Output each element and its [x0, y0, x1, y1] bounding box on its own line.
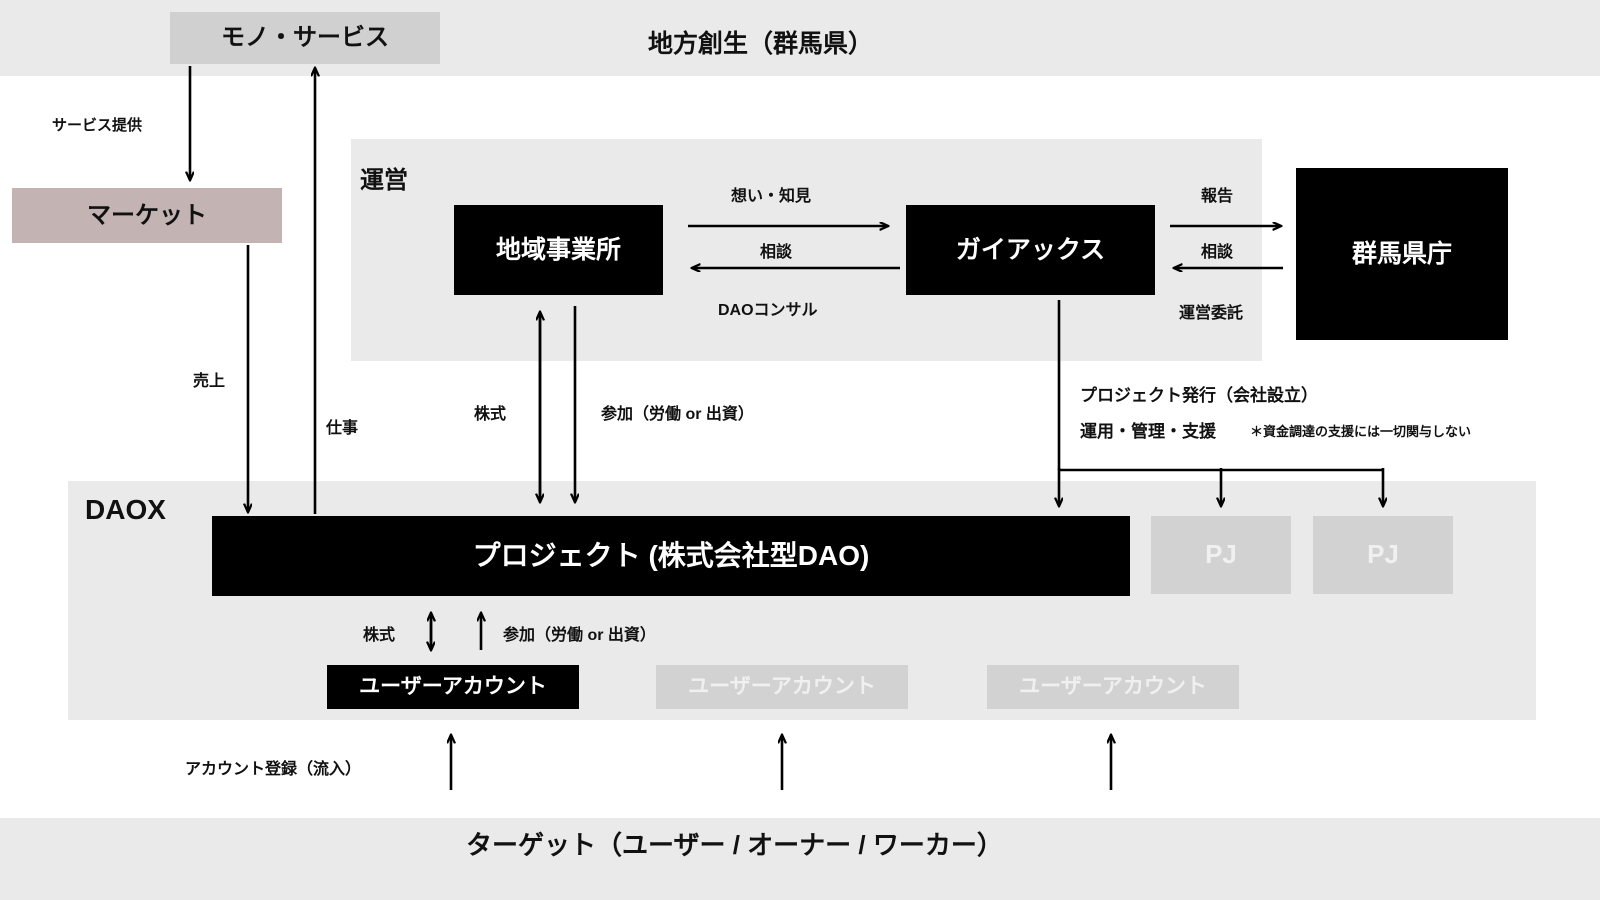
sales-label: 売上	[193, 373, 226, 390]
shares-mid-label: 株式	[474, 406, 507, 423]
footer-title: ターゲット（ユーザー / オーナー / ワーカー）	[466, 830, 1003, 860]
operation-support-label: 運用・管理・支援	[1080, 422, 1216, 441]
account-registration-label: アカウント登録（流入）	[185, 761, 362, 778]
work-label: 仕事	[326, 420, 359, 437]
service-provision-label: サービス提供	[52, 117, 143, 134]
user-account-box-2[interactable]: ユーザーアカウント	[656, 665, 908, 709]
report-label: 報告	[1201, 188, 1234, 205]
participation-mid-label: 参加（労働 or 出資）	[601, 406, 754, 423]
footer-band	[0, 818, 1600, 900]
consult-left-label: 相談	[760, 244, 793, 261]
local-office-box[interactable]: 地域事業所	[454, 205, 663, 295]
gaiax-box[interactable]: ガイアックス	[906, 205, 1155, 295]
operation-section-label: 運営	[360, 167, 408, 194]
dao-consult-label: DAOコンサル	[718, 302, 818, 319]
user-account-box-3[interactable]: ユーザーアカウント	[987, 665, 1239, 709]
project-dao-box[interactable]: プロジェクト (株式会社型DAO)	[212, 516, 1130, 596]
user-account-box-1[interactable]: ユーザーアカウント	[327, 665, 579, 709]
shares-lower-label: 株式	[363, 627, 396, 644]
goods-service-box[interactable]: モノ・サービス	[170, 12, 440, 64]
prefecture-office-box[interactable]: 群馬県庁	[1296, 168, 1508, 340]
market-box[interactable]: マーケット	[12, 188, 282, 243]
participation-lower-label: 参加（労働 or 出資）	[503, 627, 656, 644]
pj-box-1[interactable]: PJ	[1151, 516, 1291, 594]
funding-note-label: ＊資金調達の支援には一切関与しない	[1250, 424, 1472, 439]
consult-right-label: 相談	[1201, 244, 1234, 261]
pj-box-2[interactable]: PJ	[1313, 516, 1453, 594]
page-title: 地方創生（群馬県）	[648, 30, 874, 58]
operation-entrust-label: 運営委託	[1179, 305, 1244, 322]
daox-section-label: DAOX	[85, 494, 166, 525]
project-issue-label: プロジェクト発行（会社設立）	[1080, 386, 1318, 405]
ideas-knowledge-label: 想い・知見	[731, 188, 812, 205]
